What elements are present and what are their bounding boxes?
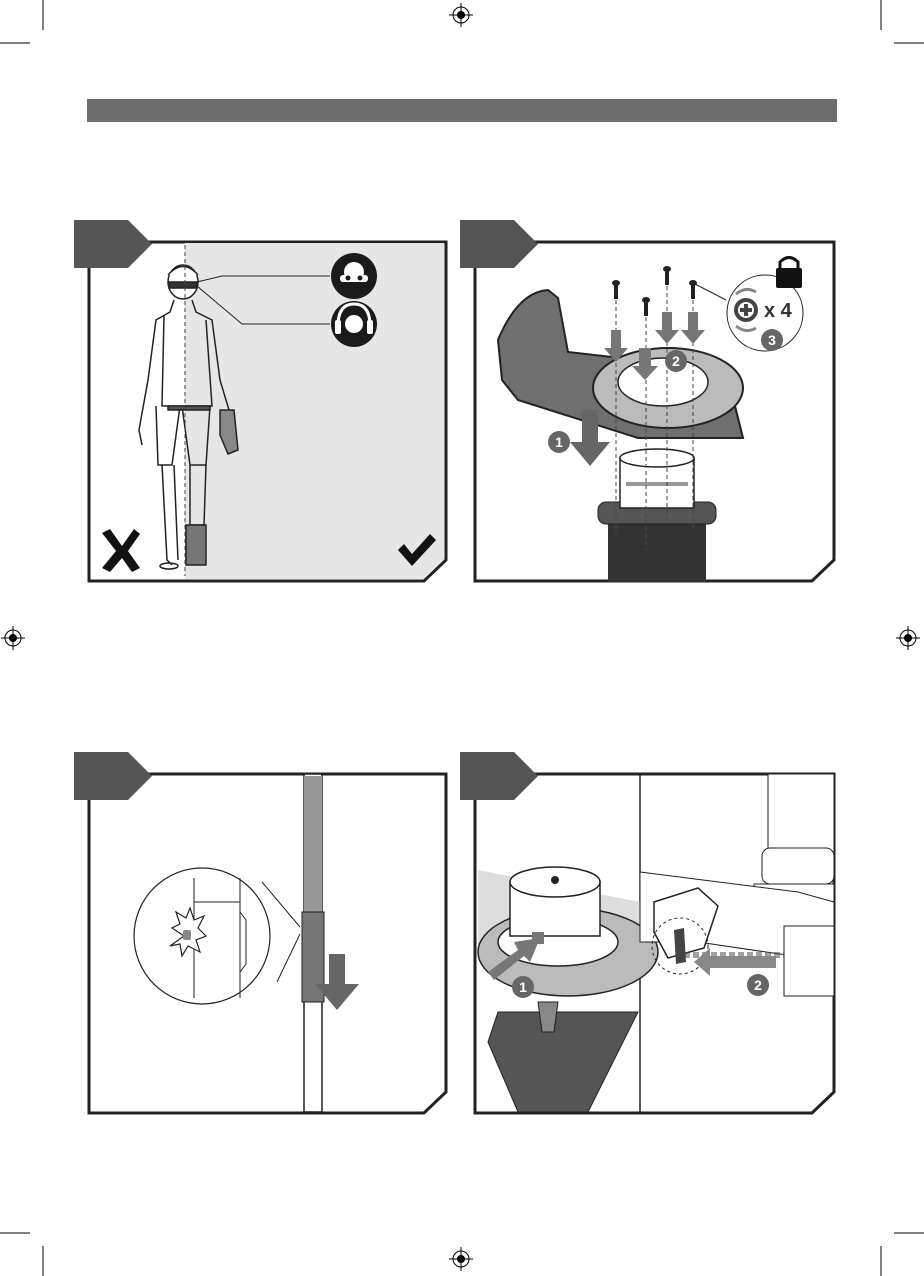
registration-mark-bottom xyxy=(449,1247,473,1271)
figure-protective-equipment xyxy=(72,220,452,590)
safety-glasses-icon xyxy=(331,253,377,299)
registration-mark-left xyxy=(1,626,25,650)
shaft xyxy=(302,774,324,1112)
svg-text:2: 2 xyxy=(754,977,762,993)
registration-mark-right xyxy=(896,626,920,650)
svg-text:3: 3 xyxy=(768,332,776,348)
step-1-badge: 1 xyxy=(512,976,534,998)
section-header-bar xyxy=(87,99,837,122)
svg-text:1: 1 xyxy=(519,979,527,995)
figure-shaft-latch xyxy=(72,752,452,1122)
registration-mark-top xyxy=(449,3,473,27)
zoom-callout xyxy=(134,868,270,1004)
figure-spool-release: 1 2 xyxy=(458,752,838,1122)
screwdriver-head-icon xyxy=(734,298,758,322)
step-2-badge: 2 xyxy=(665,350,687,372)
step-2-badge: 2 xyxy=(747,974,769,996)
step-3-badge: 3 xyxy=(761,329,783,351)
ear-protection-icon xyxy=(331,301,377,347)
figure-guard-installation: 1 2 x 4 3 xyxy=(458,220,838,590)
svg-text:1: 1 xyxy=(555,434,563,450)
svg-text:x 4: x 4 xyxy=(764,300,793,322)
step-1-badge: 1 xyxy=(548,431,570,453)
svg-text:2: 2 xyxy=(672,353,680,369)
